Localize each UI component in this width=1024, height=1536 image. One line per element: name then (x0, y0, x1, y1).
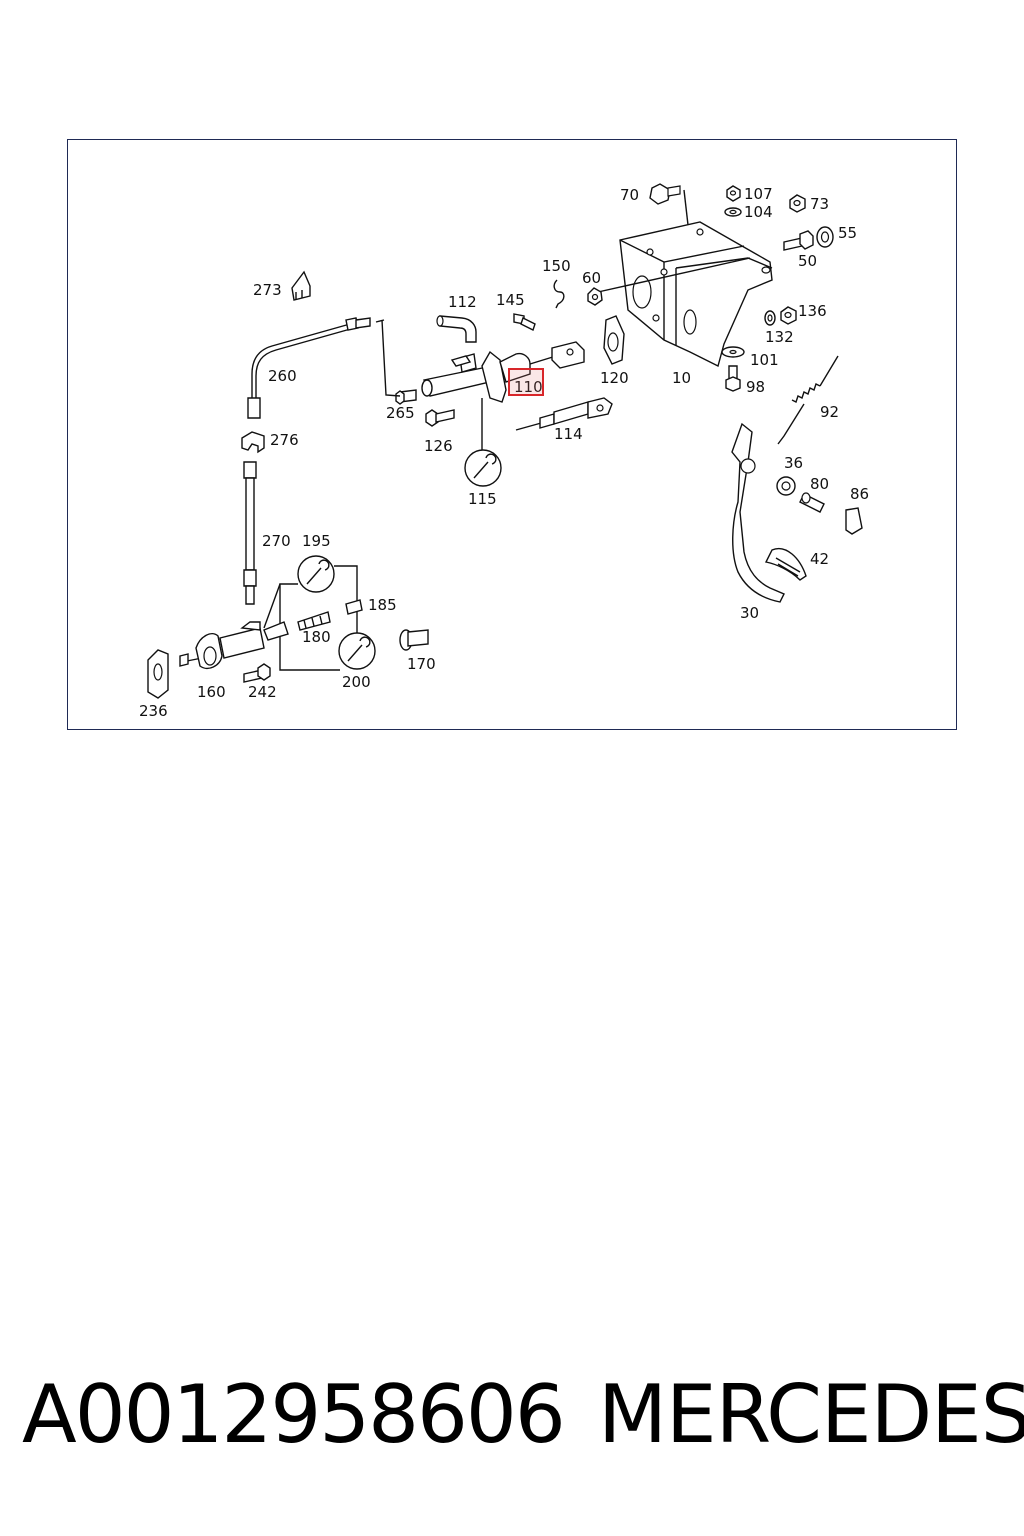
part-126-bolt-drawing (425, 409, 455, 427)
callout-242[interactable]: 242 (248, 683, 277, 701)
callout-260[interactable]: 260 (268, 367, 297, 385)
part-60-nut-drawing (587, 287, 603, 306)
callout-273[interactable]: 273 (253, 281, 282, 299)
part-120-gasket-drawing (603, 315, 625, 365)
part-55-bushing-drawing (816, 226, 834, 248)
callout-50[interactable]: 50 (798, 252, 817, 270)
callout-132[interactable]: 132 (765, 328, 794, 346)
callout-200[interactable]: 200 (342, 673, 371, 691)
callout-276[interactable]: 276 (270, 431, 299, 449)
part-180-drawing (297, 611, 331, 631)
callout-98[interactable]: 98 (746, 378, 765, 396)
part-36-bushing-drawing (776, 476, 796, 496)
callout-150[interactable]: 150 (542, 257, 571, 275)
callout-10[interactable]: 10 (672, 369, 691, 387)
callout-80[interactable]: 80 (810, 475, 829, 493)
part-number: A0012958606 (22, 1368, 566, 1461)
part-170-screw-drawing (399, 629, 429, 651)
part-30-pedal-drawing (731, 422, 785, 603)
callout-112[interactable]: 112 (448, 293, 477, 311)
callout-170[interactable]: 170 (407, 655, 436, 673)
part-132-washer-drawing (764, 310, 776, 326)
part-112-elbow-drawing (436, 315, 477, 343)
part-104-washer-drawing (724, 207, 742, 217)
callout-60[interactable]: 60 (582, 269, 601, 287)
callout-185[interactable]: 185 (368, 596, 397, 614)
callout-36[interactable]: 36 (784, 454, 803, 472)
highlighted-part-box (508, 368, 544, 396)
part-236-gasket-drawing (147, 649, 169, 699)
part-10-bracket-drawing (597, 221, 773, 368)
part-195-wrench-symbol (297, 555, 335, 593)
part-242-bolt-drawing (243, 663, 271, 683)
part-50-bolt-drawing (783, 230, 814, 251)
callout-104[interactable]: 104 (744, 203, 773, 221)
callout-126[interactable]: 126 (424, 437, 453, 455)
parts-diagram: 70 107 104 73 55 50 150 60 112 145 273 1… (139, 183, 869, 720)
callout-180[interactable]: 180 (302, 628, 331, 646)
part-200-wrench-symbol (338, 632, 376, 670)
callout-265[interactable]: 265 (386, 404, 415, 422)
callout-236[interactable]: 236 (139, 702, 168, 720)
part-70-drawing (649, 183, 689, 226)
callout-115[interactable]: 115 (468, 490, 497, 508)
callout-136[interactable]: 136 (798, 302, 827, 320)
product-caption: A0012958606 MERCEDES (0, 1368, 1024, 1478)
brand-name: MERCEDES (598, 1368, 1024, 1461)
part-260-pipe-drawing (247, 317, 401, 419)
callout-110[interactable]: 110 (514, 378, 543, 396)
part-101-washer-drawing (721, 346, 745, 358)
part-98-bolt-drawing (725, 365, 741, 392)
part-86-clip-drawing (845, 507, 863, 535)
part-185-drawing (345, 599, 363, 615)
part-42-pad-drawing (764, 547, 807, 581)
callout-92[interactable]: 92 (820, 403, 839, 421)
callout-55[interactable]: 55 (838, 224, 857, 242)
part-110-master-cylinder-drawing (421, 341, 585, 403)
part-136-nut-drawing (780, 306, 797, 325)
callout-195[interactable]: 195 (302, 532, 331, 550)
part-270-hose-drawing (243, 461, 257, 605)
part-92-spring-drawing (777, 355, 839, 445)
part-273-fitting-drawing (291, 270, 311, 301)
part-265-fitting-drawing (395, 389, 417, 405)
part-73-nut-drawing (789, 194, 806, 213)
callout-42[interactable]: 42 (810, 550, 829, 568)
part-160-slave-cylinder-drawing (179, 583, 289, 670)
part-80-pin-drawing (799, 492, 825, 513)
callout-114[interactable]: 114 (554, 425, 583, 443)
callout-160[interactable]: 160 (197, 683, 226, 701)
part-115-wrench-symbol (464, 398, 502, 487)
callout-73[interactable]: 73 (810, 195, 829, 213)
callout-86[interactable]: 86 (850, 485, 869, 503)
part-276-clip-drawing (241, 431, 265, 454)
part-114-pushrod-drawing (515, 397, 613, 431)
part-107-nut-drawing (726, 185, 741, 202)
callout-107[interactable]: 107 (744, 185, 773, 203)
callout-70[interactable]: 70 (620, 186, 639, 204)
callout-101[interactable]: 101 (750, 351, 779, 369)
part-145-screw-drawing (513, 313, 536, 331)
callout-30[interactable]: 30 (740, 604, 759, 622)
callout-145[interactable]: 145 (496, 291, 525, 309)
part-150-clip-drawing (553, 279, 565, 309)
callout-270[interactable]: 270 (262, 532, 291, 550)
callout-120[interactable]: 120 (600, 369, 629, 387)
